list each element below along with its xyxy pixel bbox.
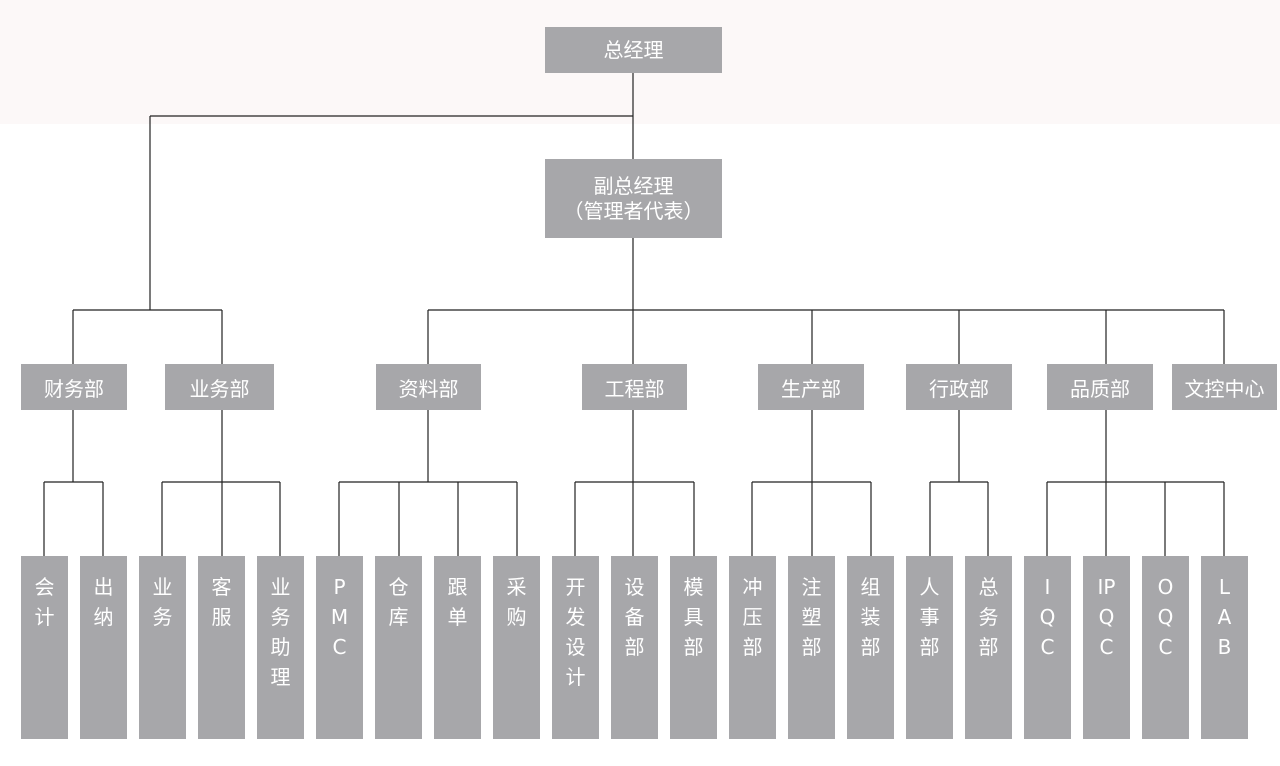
- sub-label: IQC: [1039, 575, 1056, 659]
- sub-label: 模具部: [683, 575, 704, 659]
- sub-label: PMC: [330, 575, 349, 659]
- sub-label: 人事部: [919, 575, 940, 659]
- sub-development-design: 开发设计: [552, 556, 599, 739]
- dept-label: 工程部: [604, 376, 665, 401]
- sub-label: 总务部: [978, 575, 999, 659]
- sub-label: 业务: [152, 575, 173, 629]
- sub-oqc: OQC: [1142, 556, 1189, 739]
- general-manager-label: 总经理: [603, 37, 664, 62]
- sub-ipqc: IPQC: [1083, 556, 1130, 739]
- sub-label: 采购: [506, 575, 527, 629]
- sub-label: 仓库: [388, 575, 409, 629]
- sub-label: 业务助理: [270, 575, 291, 689]
- sub-accounting: 会计: [21, 556, 68, 739]
- sub-mold: 模具部: [670, 556, 717, 739]
- dept-label: 文控中心: [1184, 376, 1265, 401]
- sub-pmc: PMC: [316, 556, 363, 739]
- sub-merchandising: 跟单: [434, 556, 481, 739]
- dept-label: 生产部: [781, 376, 841, 401]
- sub-label: 跟单: [447, 575, 468, 629]
- dept-label: 财务部: [44, 376, 104, 401]
- dept-document-control: 文控中心: [1172, 364, 1277, 410]
- sub-label: 设备部: [624, 575, 645, 659]
- dept-finance: 财务部: [21, 364, 127, 410]
- sub-label: OQC: [1157, 575, 1174, 659]
- dept-label: 资料部: [398, 376, 459, 401]
- dept-label: 行政部: [929, 376, 989, 401]
- deputy-manager-box: 副总经理 （管理者代表）: [545, 159, 722, 238]
- dept-label: 业务部: [189, 376, 250, 401]
- sub-equipment: 设备部: [611, 556, 658, 739]
- sub-general-affairs: 总务部: [965, 556, 1012, 739]
- sub-label: IPQC: [1097, 575, 1116, 659]
- sub-stamping: 冲压部: [729, 556, 776, 739]
- sub-label: 注塑部: [801, 575, 822, 659]
- dept-production: 生产部: [758, 364, 864, 410]
- sub-cashier: 出纳: [80, 556, 127, 739]
- sub-label: 组装部: [860, 575, 881, 659]
- general-manager-box: 总经理: [545, 27, 722, 73]
- sub-warehouse: 仓库: [375, 556, 422, 739]
- sub-label: 冲压部: [742, 575, 763, 659]
- sub-label: 客服: [211, 575, 232, 629]
- dept-data: 资料部: [376, 364, 481, 410]
- sub-label: LAB: [1217, 575, 1232, 659]
- sub-lab: LAB: [1201, 556, 1248, 739]
- sub-iqc: IQC: [1024, 556, 1071, 739]
- sub-customer-service: 客服: [198, 556, 245, 739]
- dept-label: 品质部: [1070, 376, 1130, 401]
- deputy-manager-label: 副总经理: [593, 173, 674, 198]
- sub-injection: 注塑部: [788, 556, 835, 739]
- sub-assembly: 组装部: [847, 556, 894, 739]
- dept-quality: 品质部: [1047, 364, 1153, 410]
- dept-admin: 行政部: [906, 364, 1012, 410]
- sub-business: 业务: [139, 556, 186, 739]
- dept-engineering: 工程部: [582, 364, 687, 410]
- sub-purchasing: 采购: [493, 556, 540, 739]
- sub-label: 会计: [34, 575, 55, 629]
- sub-label: 开发设计: [565, 575, 586, 689]
- sub-business-assistant: 业务助理: [257, 556, 304, 739]
- dept-business: 业务部: [165, 364, 274, 410]
- sub-hr: 人事部: [906, 556, 953, 739]
- deputy-manager-role: （管理者代表）: [563, 198, 704, 223]
- sub-label: 出纳: [93, 575, 114, 629]
